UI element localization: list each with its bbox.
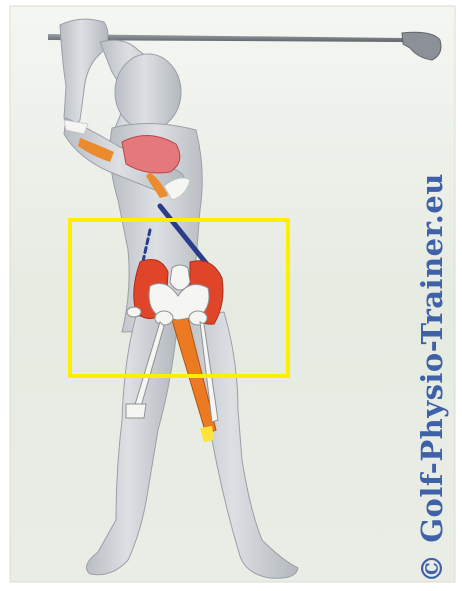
- copyright-watermark: © Golf-Physio-Trainer.eu: [415, 173, 449, 583]
